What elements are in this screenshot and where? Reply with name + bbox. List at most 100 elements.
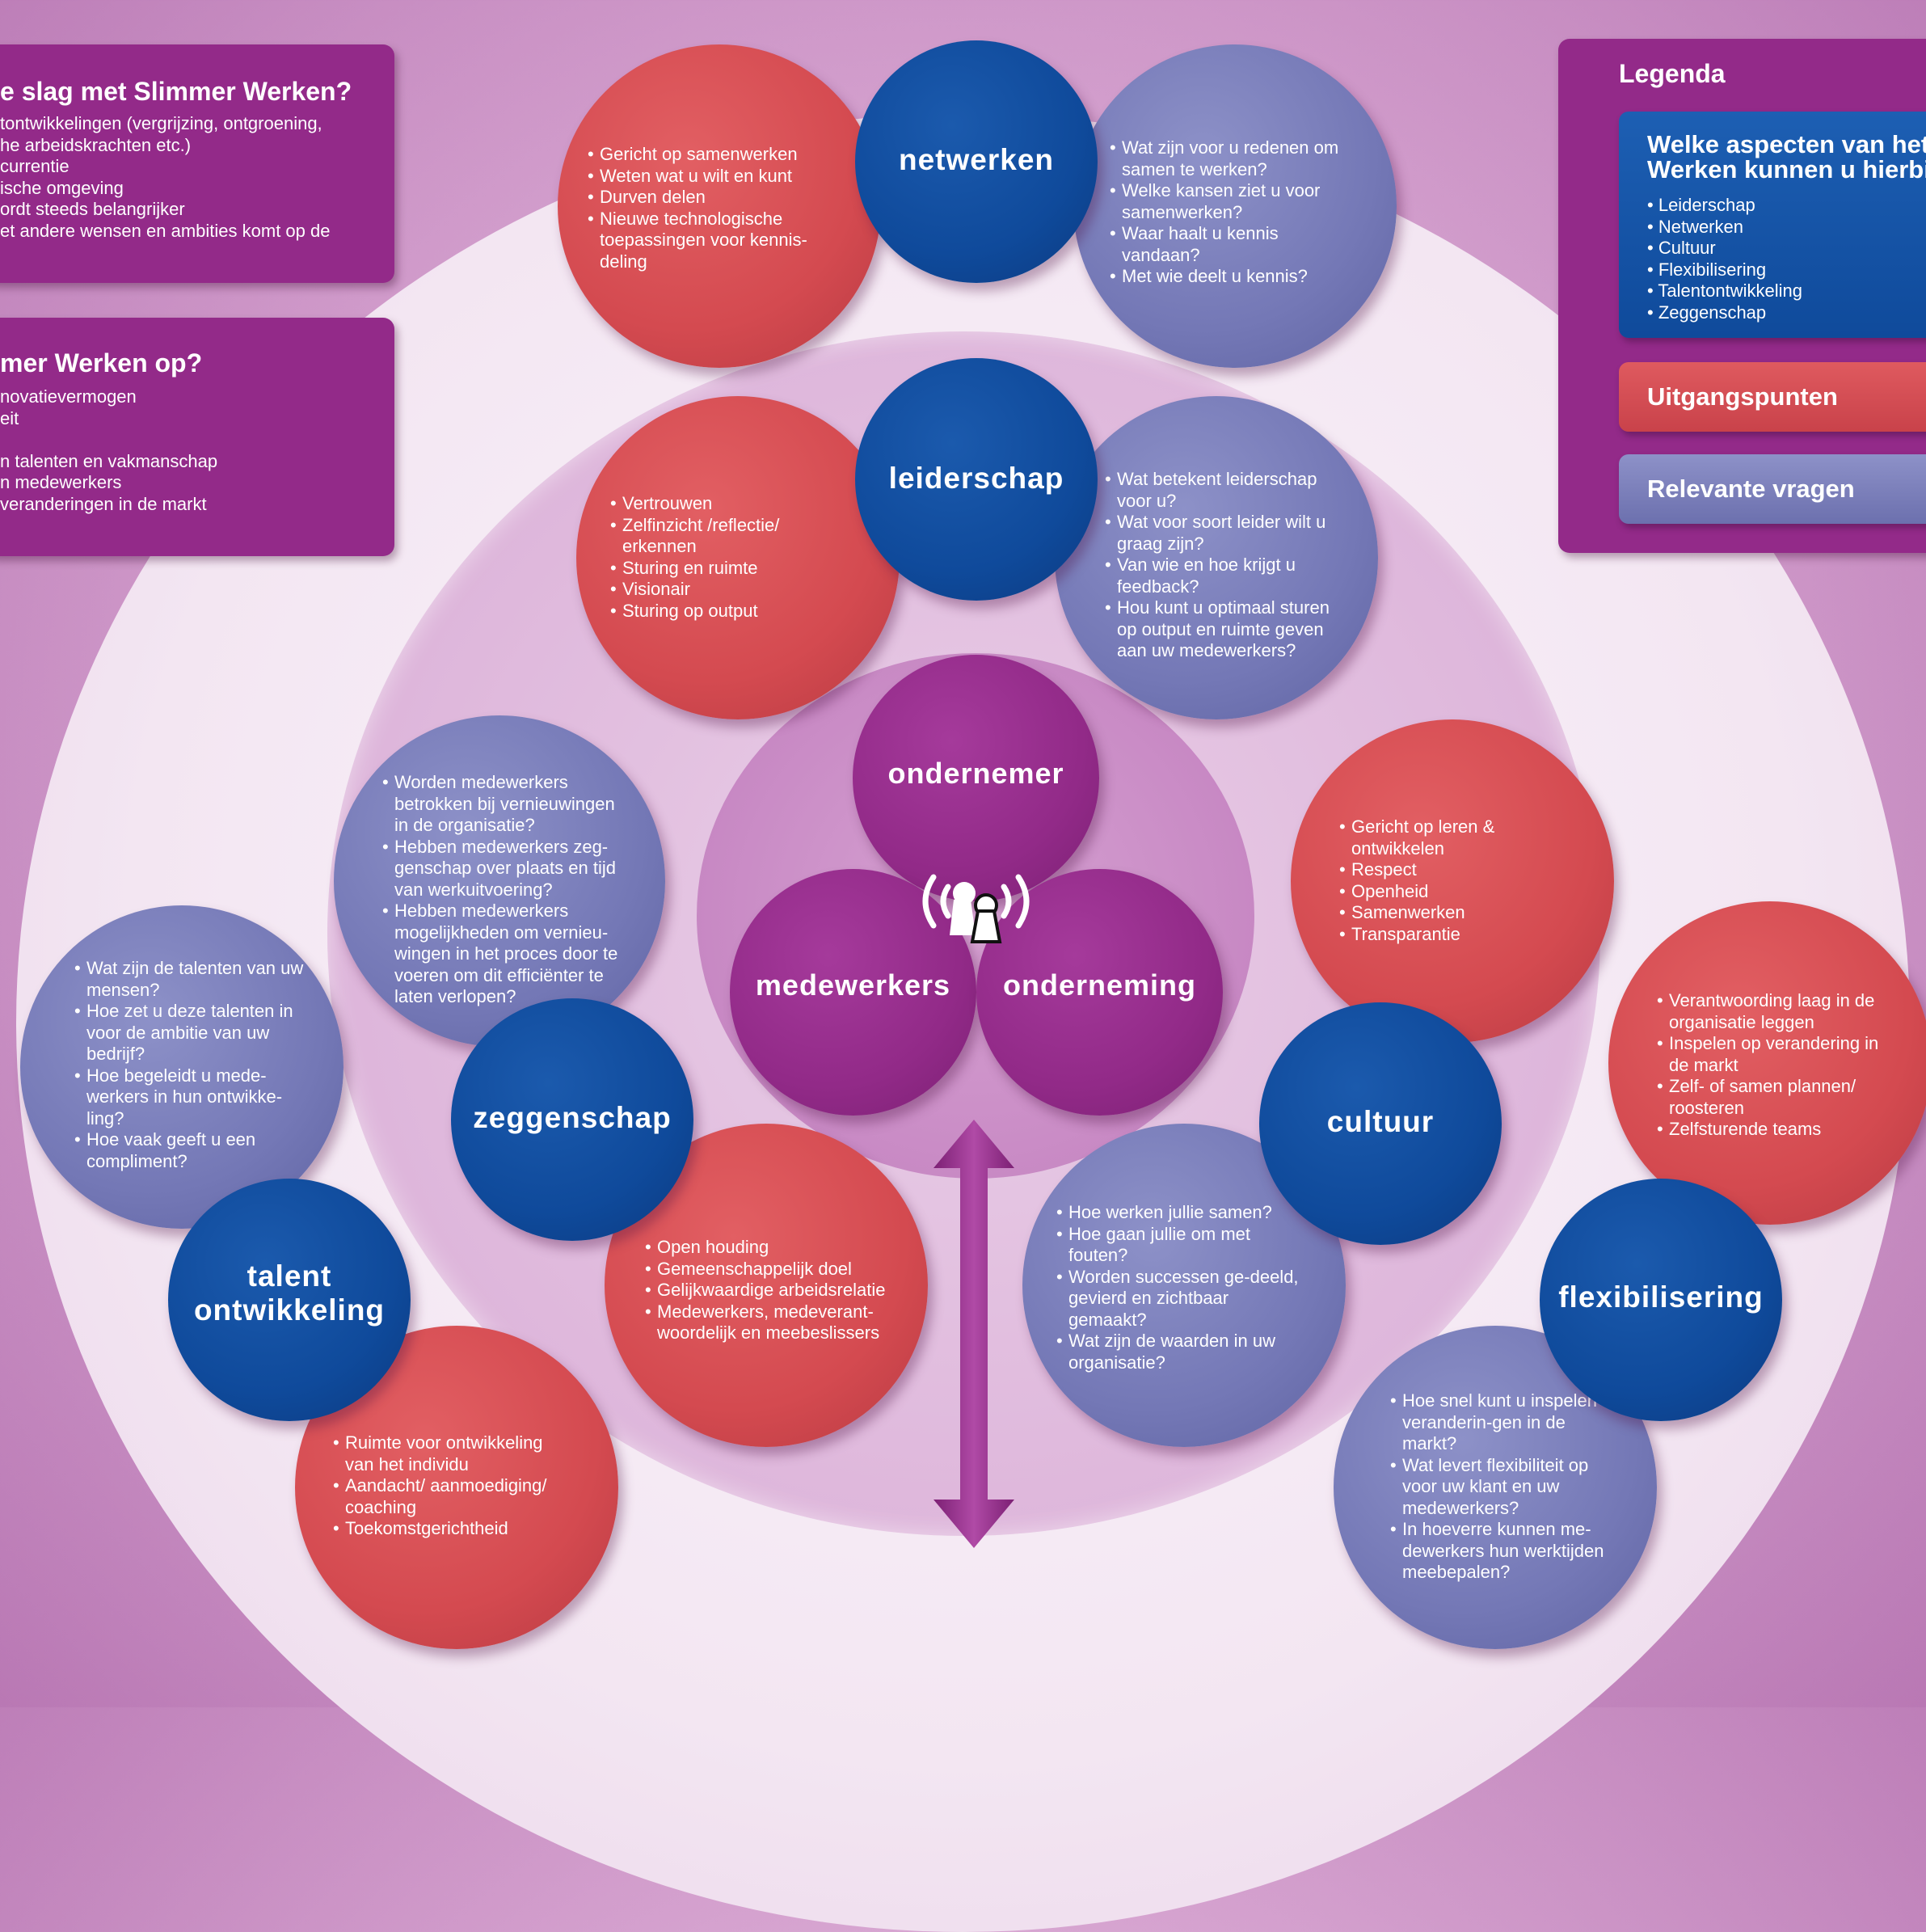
bullet: Transparantie [1339, 924, 1582, 946]
panel-1-line: currentie [0, 156, 70, 176]
panel-2-line: novatievermogen [0, 386, 137, 407]
panel-2-line: n medewerkers [0, 472, 122, 492]
bullet: Gelijkwaardige arbeidsrelatie [645, 1280, 904, 1301]
bullet: Sturing en ruimte [610, 558, 820, 580]
bullet: Wat zijn de talenten van uw mensen? [74, 958, 317, 1001]
bullet: Zelfinzicht /reflectie/ erkennen [610, 515, 820, 558]
core-onderneming-label: onderneming [1002, 968, 1196, 1002]
bullet: Wat zijn voor u redenen om samen te werk… [1110, 137, 1352, 180]
bullet: Welke kansen ziet u voor samenwerken? [1110, 180, 1352, 223]
netwerken-vragen: Wat zijn voor u redenen om samen te werk… [1073, 44, 1397, 368]
panel-2-line: eit [0, 407, 19, 428]
bullet: Hoe zet u deze talenten in voor de ambit… [74, 1001, 317, 1065]
talent-label-2: ontwikkeling [193, 1293, 386, 1327]
core-medewerkers-label: medewerkers [755, 968, 951, 1002]
panel-1-line: he arbeidskrachten etc.) [0, 134, 192, 155]
bullet: Hebben medewerkers zeg-genschap over pla… [382, 837, 633, 901]
core-ondernemer-label: ondernemer [887, 757, 1064, 790]
legend-title: Legenda [1619, 59, 1726, 88]
bullet: Gemeenschappelijk doel [645, 1259, 904, 1280]
legend-red-label: Uitgangspunten [1647, 382, 1838, 411]
bullet: Hoe vaak geeft u een compliment? [74, 1129, 317, 1172]
bullet: Hebben medewerkers mogelijkheden om vern… [382, 901, 633, 1008]
zeggenschap-node: zeggenschap [451, 998, 693, 1241]
legend-blue-title-2: Werken kunnen u hierbij [1647, 155, 1926, 183]
legend-panel: Legenda Welke aspecten van het Werken ku… [1558, 39, 1926, 553]
bullet: Hoe snel kunt u inspelen op veranderin-g… [1390, 1390, 1625, 1455]
bullet: Gericht op samenwerken [588, 144, 830, 166]
panel-1-line: ische omgeving [0, 177, 124, 198]
bullet: Nieuwe technologische toepassingen voor … [588, 209, 830, 273]
flexibilisering-uitgangspunten: Verantwoording laag in de organisatie le… [1608, 901, 1926, 1225]
legend-list-item: • Netwerken [1647, 216, 1743, 237]
keyhole-broadcast-icon [922, 874, 1030, 943]
legend-lilac-item: Relevante vragen [1619, 454, 1926, 524]
panel-1-line: et andere wensen en ambities komt op de [0, 220, 331, 241]
netwerken-node: netwerken [855, 40, 1098, 283]
talent-node: talent ontwikkeling [168, 1179, 411, 1421]
bullet: Openheid [1339, 881, 1582, 903]
bullet: Waar haalt u kennis vandaan? [1110, 223, 1352, 266]
bullet: Respect [1339, 859, 1582, 881]
bullet: Hoe gaan jullie om met fouten? [1056, 1224, 1299, 1267]
talent-label-1: talent [247, 1259, 332, 1293]
flexibilisering-label: flexibilisering [1558, 1280, 1764, 1314]
leiderschap-label: leiderschap [888, 462, 1064, 495]
vertical-double-arrow [933, 1120, 1014, 1548]
core-onderneming [976, 869, 1223, 1116]
talent-vragen: Wat zijn de talenten van uw mensen? Hoe … [20, 905, 343, 1229]
bullet: Durven delen [588, 187, 830, 209]
bullet: Aandacht/ aanmoediging/ coaching [333, 1475, 575, 1518]
bullet: Zelf- of samen plannen/ roosteren [1657, 1076, 1899, 1119]
legend-red-item: Uitgangspunten [1619, 362, 1926, 432]
bullet: Sturing op output [610, 601, 820, 622]
cultuur-node: cultuur [1259, 1002, 1502, 1245]
legend-list-item: • Talentontwikkeling [1647, 281, 1802, 301]
bullet: Worden successen ge-deeld, gevierd en zi… [1056, 1267, 1299, 1331]
zeggenschap-label: zeggenschap [473, 1101, 672, 1134]
bullet: Verantwoording laag in de organisatie le… [1657, 990, 1899, 1033]
leiderschap-uitgangspunten: Vertrouwen Zelfinzicht /reflectie/ erken… [576, 396, 900, 719]
bullet: Toekomstgerichtheid [333, 1518, 575, 1540]
bullet: Medewerkers, medeverant-woordelijk en me… [645, 1301, 904, 1344]
cultuur-label: cultuur [1326, 1105, 1435, 1138]
bullet: Wat zijn de waarden in uw organisatie? [1056, 1331, 1299, 1373]
bullet: Met wie deelt u kennis? [1110, 266, 1352, 288]
netwerken-uitgangspunten: Gericht op samenwerken Weten wat u wilt … [558, 44, 881, 368]
bullet: Van wie en hoe krijgt u feedback? [1105, 555, 1347, 597]
bullet: Vertrouwen [610, 493, 820, 515]
panel-2-title: mer Werken op? [0, 348, 203, 378]
question-panel-2: mer Werken op? novatievermogen eit n tal… [0, 318, 394, 556]
bullet: Wat betekent leiderschap voor u? [1105, 469, 1347, 512]
bullet: Samenwerken [1339, 902, 1582, 924]
bullet: Hoe begeleidt u mede-werkers in hun ontw… [74, 1065, 317, 1130]
question-panel-1: e slag met Slimmer Werken? tontwikkeling… [0, 44, 394, 283]
bullet: Worden medewerkers betrokken bij vernieu… [382, 772, 633, 837]
legend-list-item: • Leiderschap [1647, 195, 1755, 215]
legend-blue-title-1: Welke aspecten van het [1647, 130, 1926, 158]
cultuur-uitgangspunten: Gericht op leren & ontwikkelen Respect O… [1291, 719, 1614, 1043]
bullet: Wat voor soort leider wilt u graag zijn? [1105, 512, 1347, 555]
bullet: Gericht op leren & ontwikkelen [1339, 816, 1582, 859]
core-ondernemer [853, 655, 1099, 901]
panel-2-line: n talenten en vakmanschap [0, 450, 218, 471]
zeggenschap-vragen: Worden medewerkers betrokken bij vernieu… [334, 715, 665, 1047]
flexibilisering-node: flexibilisering [1540, 1179, 1782, 1421]
leiderschap-node: leiderschap [855, 358, 1098, 601]
leiderschap-vragen: Wat betekent leiderschap voor u? Wat voo… [1055, 396, 1378, 719]
bullet: Ruimte voor ontwikkeling van het individ… [333, 1432, 575, 1475]
legend-lilac-label: Relevante vragen [1647, 475, 1855, 503]
bullet: Inspelen op verandering in de markt [1657, 1033, 1899, 1076]
panel-2-line: veranderingen in de markt [0, 493, 207, 514]
legend-list-item: • Cultuur [1647, 238, 1716, 258]
bullet: Hou kunt u optimaal sturen op output en … [1105, 597, 1347, 662]
bullet: Weten wat u wilt en kunt [588, 166, 830, 188]
bullet: Visionair [610, 579, 820, 601]
panel-2-line [0, 429, 217, 451]
bullet: Zelfsturende teams [1657, 1119, 1899, 1141]
legend-blue-box: Welke aspecten van het Werken kunnen u h… [1619, 112, 1926, 338]
legend-list-item: • Flexibilisering [1647, 259, 1767, 280]
bullet: Hoe werken jullie samen? [1056, 1202, 1299, 1224]
bullet: In hoeverre kunnen me-dewerkers hun werk… [1390, 1519, 1625, 1584]
bullet: Wat levert flexibiliteit op voor uw klan… [1390, 1455, 1625, 1520]
